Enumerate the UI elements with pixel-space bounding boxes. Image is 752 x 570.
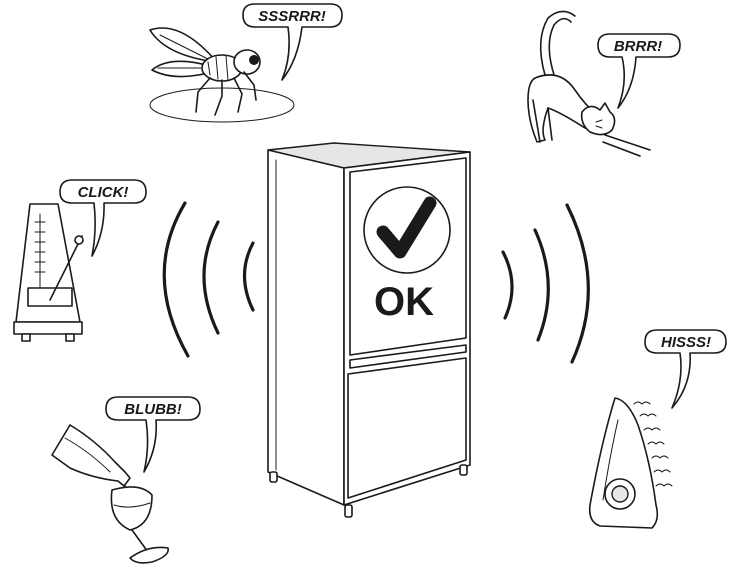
cat-noise-label: BRRR! — [614, 38, 662, 55]
fridge: OK — [267, 142, 471, 518]
checkmark-icon — [363, 186, 451, 274]
wine-speech-bubble: BLUBB! — [105, 396, 201, 473]
metronome-speech-bubble: CLICK! — [59, 179, 147, 257]
steam-iron-icon — [588, 397, 673, 529]
cat-icon — [527, 10, 651, 157]
fly-icon — [149, 27, 295, 123]
iron-noise-label: HISSS! — [661, 334, 711, 351]
metronome-noise-label: CLICK! — [78, 184, 129, 201]
iron-speech-bubble: HISSS! — [644, 329, 727, 409]
wine-noise-label: BLUBB! — [124, 401, 182, 418]
metronome-icon — [13, 203, 84, 342]
wine-bottle-icon — [51, 424, 169, 564]
fly-speech-bubble: SSSRRR! — [242, 3, 343, 81]
sound-waves-right — [501, 203, 590, 364]
cat-speech-bubble: BRRR! — [597, 33, 681, 109]
sound-waves-left — [162, 201, 255, 358]
ok-label: OK — [374, 280, 434, 324]
fly-noise-label: SSSRRR! — [258, 8, 326, 25]
